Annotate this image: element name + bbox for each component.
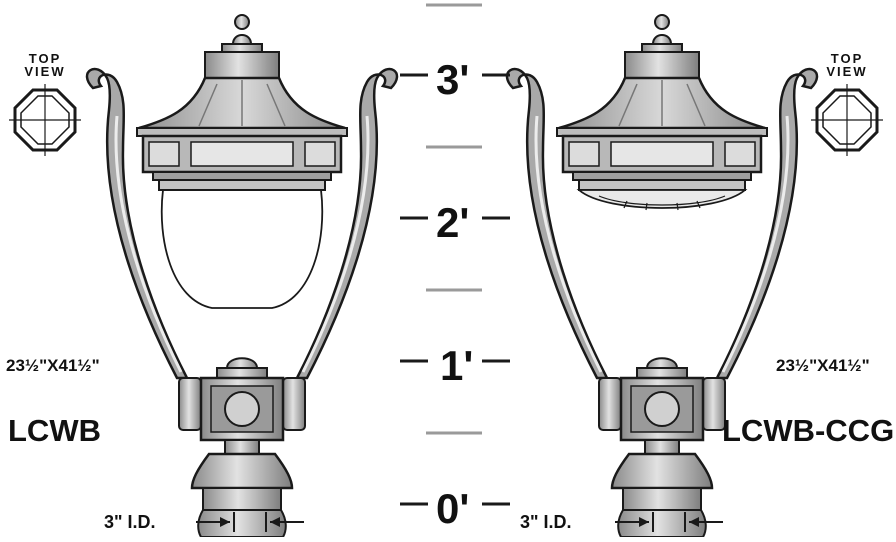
cutoff-glass bbox=[576, 189, 748, 209]
scale-label-3ft: 3' bbox=[436, 56, 470, 103]
right-fixture bbox=[505, 13, 819, 539]
right-top-view-icon bbox=[809, 82, 885, 158]
height-scale bbox=[400, 3, 510, 506]
left-fixture bbox=[85, 13, 399, 539]
left-top-label: TOP bbox=[28, 51, 62, 66]
left-model-name: LCWB bbox=[8, 413, 101, 448]
right-model-name: LCWB-CCG bbox=[722, 413, 895, 448]
right-dimensions: 23½"X41½" bbox=[776, 356, 870, 375]
left-dimensions: 23½"X41½" bbox=[6, 356, 100, 375]
right-view-label: VIEW bbox=[826, 64, 868, 79]
left-top-view-icon bbox=[7, 82, 83, 158]
right-top-view-label: TOP VIEW bbox=[824, 52, 870, 78]
left-top-view-label: TOP VIEW bbox=[22, 52, 68, 78]
right-top-label: TOP bbox=[830, 51, 864, 66]
left-view-label: VIEW bbox=[24, 64, 66, 79]
right-inner-diameter: 3" I.D. bbox=[520, 512, 572, 532]
scale-label-2ft: 2' bbox=[436, 199, 470, 246]
acorn-globe bbox=[160, 189, 324, 309]
scale-label-1ft: 1' bbox=[440, 342, 474, 389]
scale-label-0ft: 0' bbox=[436, 485, 470, 532]
left-inner-diameter: 3" I.D. bbox=[104, 512, 156, 532]
